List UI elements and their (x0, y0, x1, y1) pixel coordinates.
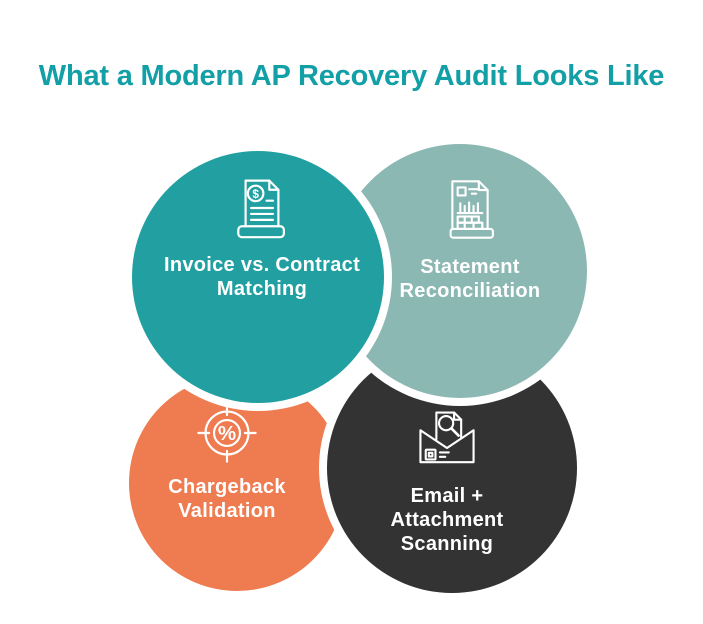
circle-label: Invoice vs. Contract Matching (164, 253, 360, 301)
label-line: Invoice vs. Contract (163, 254, 361, 276)
label-line: Scanning (400, 533, 494, 555)
circle-label: Email + Attachment Scanning (390, 484, 503, 556)
label-line: Matching (216, 278, 308, 300)
target-percent-icon: % (193, 399, 261, 467)
email-scan-icon (410, 409, 484, 471)
circle-chargeback-validation: % Chargeback Validation (129, 375, 345, 591)
svg-text:%: % (218, 422, 236, 445)
label-line: Validation (178, 500, 276, 522)
statement-report-icon (440, 176, 500, 243)
label-line: Email + (410, 485, 484, 507)
svg-text:$: $ (252, 187, 259, 201)
label-line: Chargeback (168, 476, 286, 498)
label-line: Reconciliation (399, 280, 541, 302)
invoice-dollar-icon: $ (231, 173, 293, 243)
page-title: What a Modern AP Recovery Audit Looks Li… (38, 60, 665, 92)
circle-label: Chargeback Validation (168, 475, 286, 523)
label-line: Attachment (390, 509, 504, 531)
label-line: Statement (420, 256, 520, 278)
circle-label: Statement Reconciliation (400, 255, 541, 303)
circle-invoice-contract-matching: $ Invoice vs. Contract Matching (132, 151, 384, 403)
